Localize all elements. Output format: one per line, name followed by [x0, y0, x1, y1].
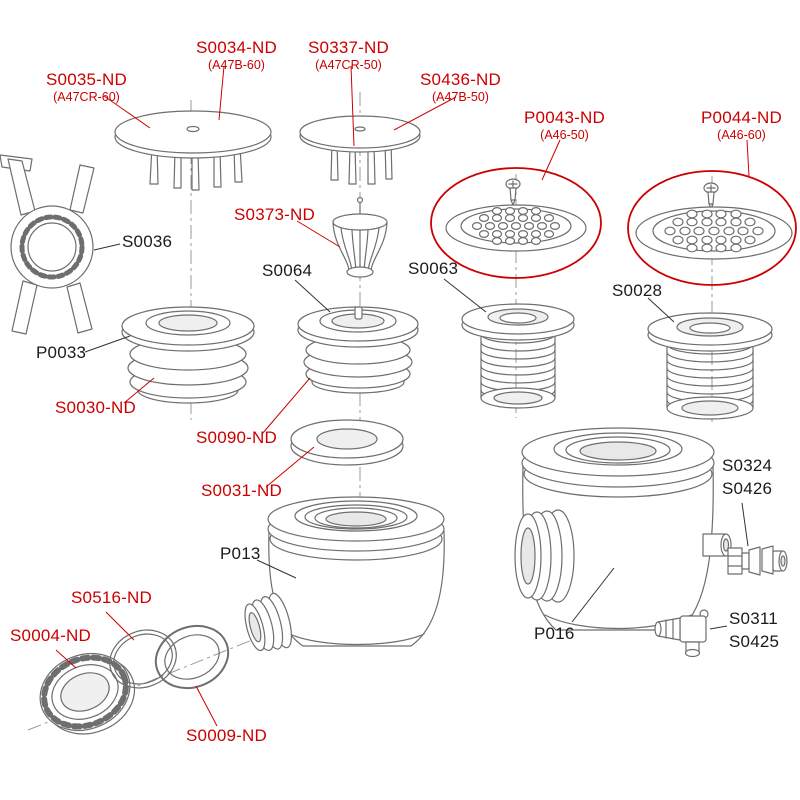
lock-nut-s0004-drawing [39, 653, 136, 735]
hose-connector-s0324-drawing [727, 545, 788, 576]
label-s0324: S0324 [722, 456, 773, 475]
label-s0311: S0311 [729, 609, 778, 628]
grate-a46-50-drawing [430, 167, 602, 279]
label-p0043-nd: P0043-ND (A46-50) [524, 108, 605, 142]
drain-body-s0028-drawing [647, 312, 773, 420]
label-s0063: S0063 [408, 259, 459, 278]
highlight-oval-p0044 [627, 170, 797, 286]
label-s0035-nd: S0035-ND (A47CR-60) [46, 70, 127, 104]
mounting-key-drawing [0, 154, 95, 335]
label-s0031-nd: S0031-ND [201, 481, 282, 500]
flange-p0033-s0030-drawing [121, 306, 255, 404]
label-s0034-nd: S0034-ND (A47B-60) [196, 38, 277, 72]
highlight-oval-p0043 [430, 167, 602, 279]
label-s0030-nd: S0030-ND [55, 398, 136, 417]
label-s0036: S0036 [122, 232, 173, 251]
flange-s0064-s0090-drawing [297, 306, 419, 394]
label-s0028: S0028 [612, 281, 663, 300]
leader-lines-black [84, 243, 749, 630]
trap-body-p016-drawing [514, 427, 732, 631]
washer-s0031-drawing [290, 419, 404, 466]
label-s0426: S0426 [722, 479, 773, 498]
trap-body-p013-drawing [244, 496, 445, 652]
label-s0004-nd: S0004-ND [10, 626, 91, 645]
label-s0090-nd: S0090-ND [196, 428, 277, 447]
strainer-crown-drawing [332, 196, 388, 278]
label-s0064: S0064 [262, 261, 313, 280]
label-s0337-nd: S0337-ND (A47CR-50) [308, 38, 389, 72]
label-s0516-nd: S0516-ND [71, 588, 152, 607]
label-p0044-nd: P0044-ND (A46-60) [701, 108, 782, 142]
elbow-connector-s0311-drawing [654, 609, 709, 658]
grate-a46-60-drawing [627, 170, 797, 286]
label-p0033: P0033 [36, 343, 87, 362]
label-p016: P016 [534, 624, 575, 643]
label-s0425: S0425 [729, 632, 780, 651]
label-p013: P013 [220, 544, 261, 563]
cap-a47-60-drawing [114, 110, 272, 191]
label-s0009-nd: S0009-ND [186, 726, 267, 745]
cap-a47-50-drawing [299, 115, 421, 185]
gasket-ring-s0009-drawing [154, 624, 230, 690]
drain-body-s0063-drawing [461, 303, 575, 409]
label-s0436-nd: S0436-ND (A47B-50) [420, 70, 501, 104]
leader-lines-red [55, 65, 750, 727]
label-s0373-nd: S0373-ND [234, 205, 315, 224]
